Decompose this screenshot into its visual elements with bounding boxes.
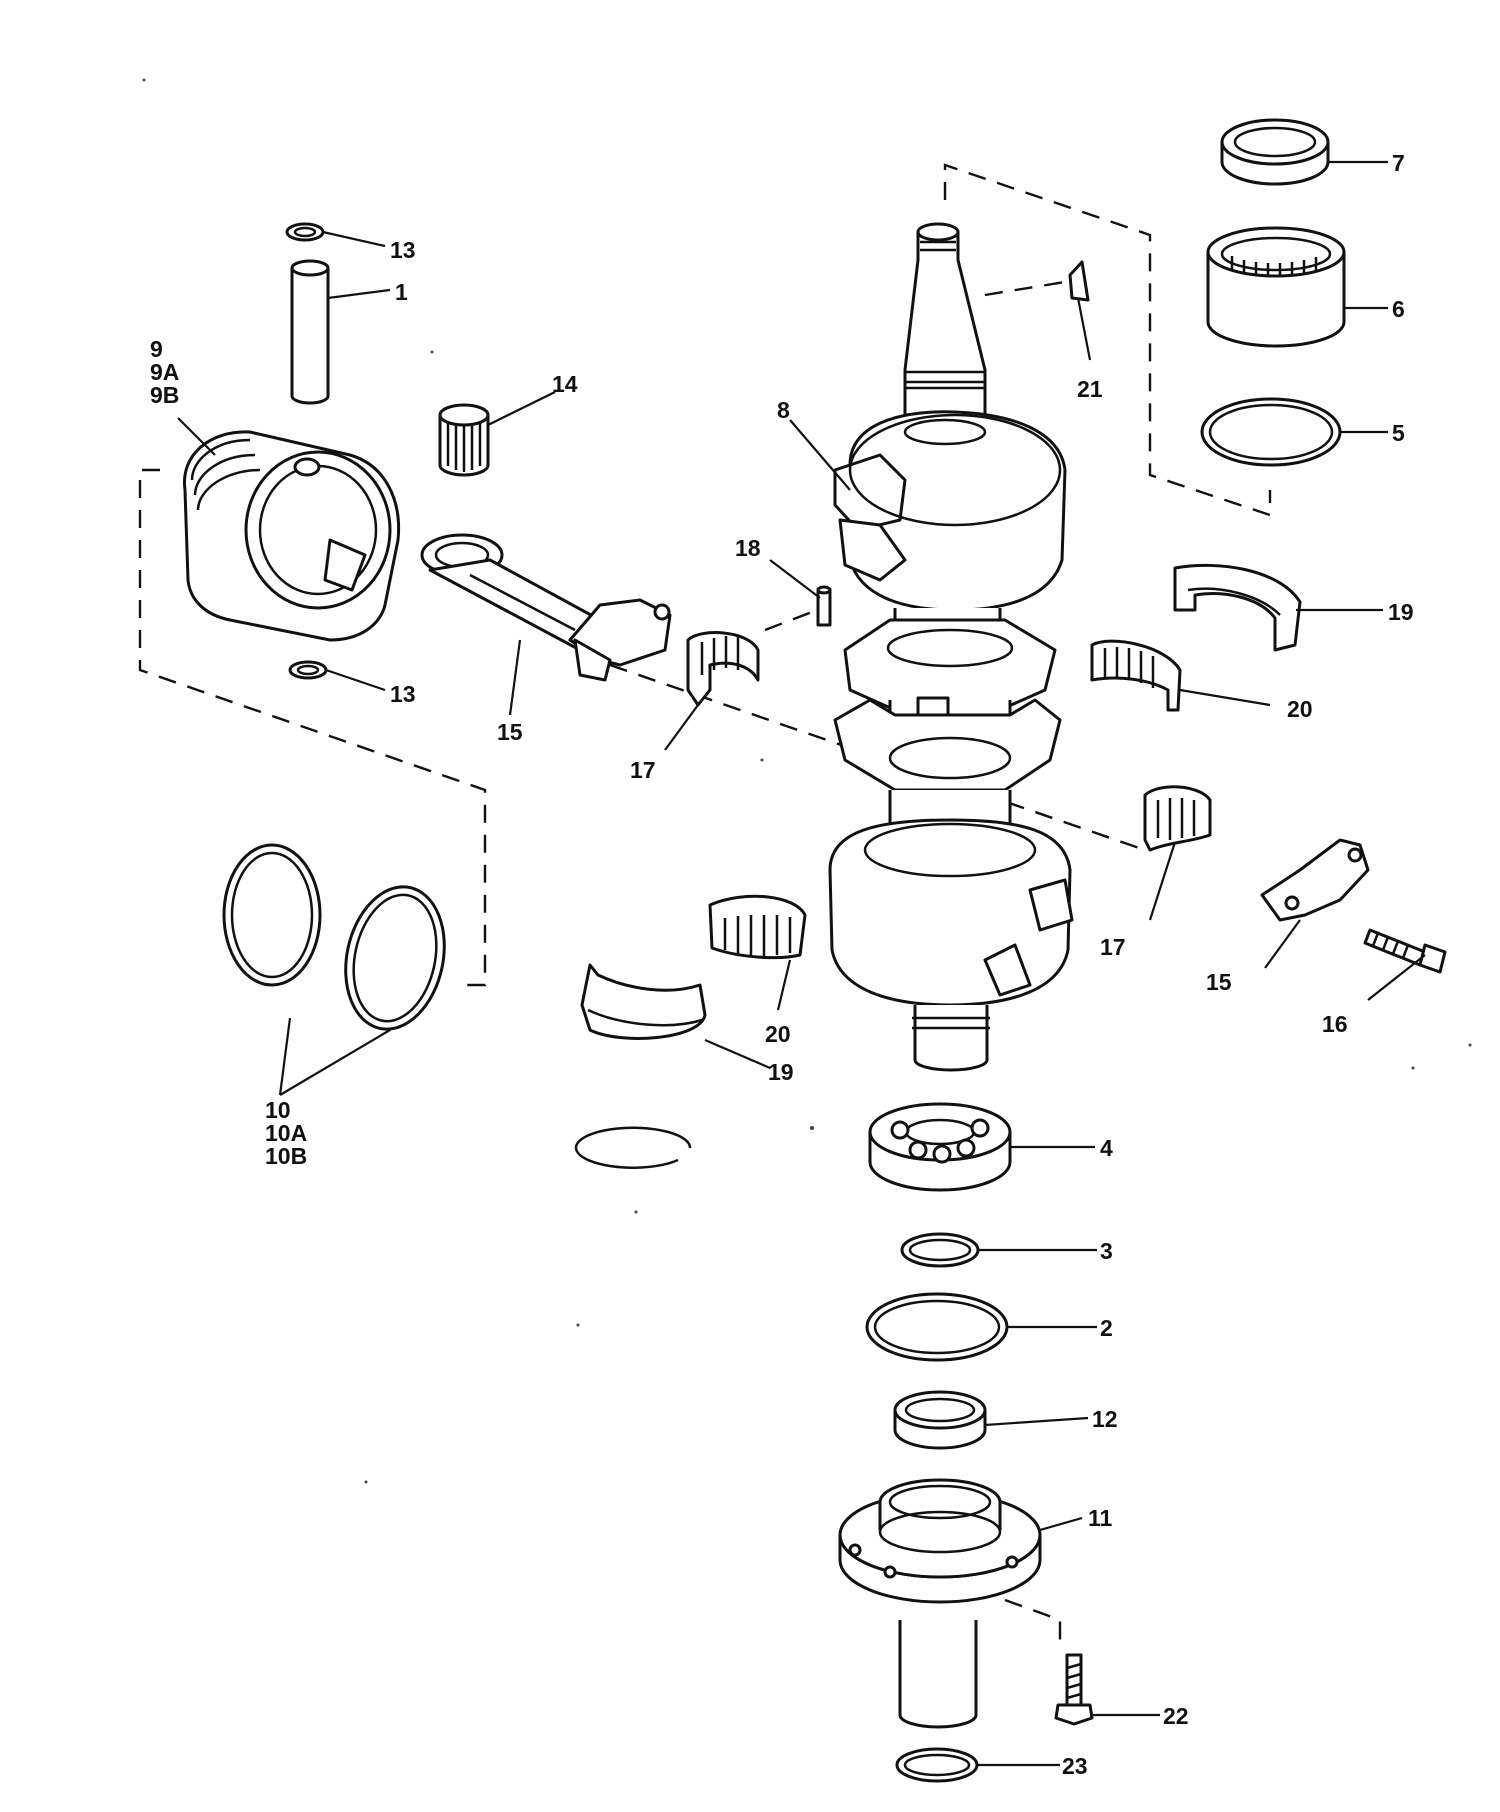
part-21-woodruff-key [1068,260,1090,302]
callout-20-lower: 20 [765,1021,791,1047]
dashed-line-pin-to-cage [764,610,813,632]
dashed-line-crank-top-bearings [943,163,1272,517]
part-22-bolt [1054,1653,1094,1726]
part-7-ring [1220,118,1330,186]
dashed-line-piston-rings [138,468,487,987]
callout-14: 14 [552,371,578,397]
part-11-bearing-housing [838,1478,1042,1729]
callout-18: 18 [735,535,761,561]
callout-8: 8 [777,397,790,423]
part-20-cage-upper [1090,639,1182,712]
callout-10: 10 [265,1097,291,1123]
callout-7: 7 [1392,150,1405,176]
callout-12: 12 [1092,1406,1118,1432]
part-snap-ring [574,1126,692,1169]
callout-5: 5 [1392,420,1405,446]
part-17-cage-upper [686,631,760,707]
leader-lines [177,160,1426,1767]
dashed-line-lower-bolt [1004,1598,1062,1640]
callout-10a: 10A [265,1120,307,1146]
part-15-rod-cap [1260,838,1370,922]
callout-4: 4 [1100,1135,1113,1161]
callout-17-lower: 17 [1100,934,1126,960]
part-14-pin-bearing [438,403,490,477]
part-8-crankshaft [828,222,1074,1072]
callout-3: 3 [1100,1238,1113,1264]
part-23-o-ring [895,1747,979,1783]
part-19-shell-lower [580,963,707,1040]
callout-10b: 10B [265,1143,307,1169]
callout-21: 21 [1077,376,1103,402]
callout-19-lower: 19 [768,1059,794,1085]
part-5-o-ring [1200,397,1342,467]
callout-11: 11 [1088,1505,1113,1531]
part-1-piston-pin [290,259,330,405]
callout-9: 9 [150,336,163,362]
scan-specks [142,78,1472,1484]
callout-23: 23 [1062,1753,1088,1779]
part-20-cage-lower [708,894,807,960]
callout-6: 6 [1392,296,1405,322]
callout-13-bottom: 13 [390,681,416,707]
dashed-line-key-to-taper [984,280,1066,297]
callout-9b: 9B [150,382,179,408]
callout-13-top: 13 [390,237,416,263]
part-12-seal [893,1390,987,1450]
part-6-needle-bearing [1206,226,1346,348]
callout-9a: 9A [150,359,179,385]
callout-1: 1 [395,279,408,305]
callout-20-upper: 20 [1287,696,1313,722]
callout-16: 16 [1322,1011,1348,1037]
callout-2: 2 [1100,1315,1113,1341]
callout-labels: 7 6 5 21 8 9 9A 9B 1 13 13 14 15 18 17 1… [150,150,1414,1779]
part-2-o-ring [865,1292,1009,1362]
callout-22: 22 [1163,1703,1189,1729]
part-16-bolt [1363,928,1447,974]
part-15-connecting-rod [420,533,672,682]
callout-17-upper: 17 [630,757,656,783]
part-3-retaining-ring [900,1232,980,1268]
part-9-piston [182,430,401,642]
part-17-cage-lower [1143,785,1212,852]
callout-15-cap: 15 [1206,969,1232,995]
part-10-piston-rings [222,843,446,1031]
part-19-shell-upper [1173,563,1302,652]
callout-19-upper: 19 [1388,599,1414,625]
part-18-dowel-pin [816,585,832,627]
part-13-clip-top [285,222,325,242]
part-4-ball-bearing [868,1102,1012,1192]
part-13-clip-bottom [288,660,328,680]
callout-15-rod: 15 [497,719,523,745]
